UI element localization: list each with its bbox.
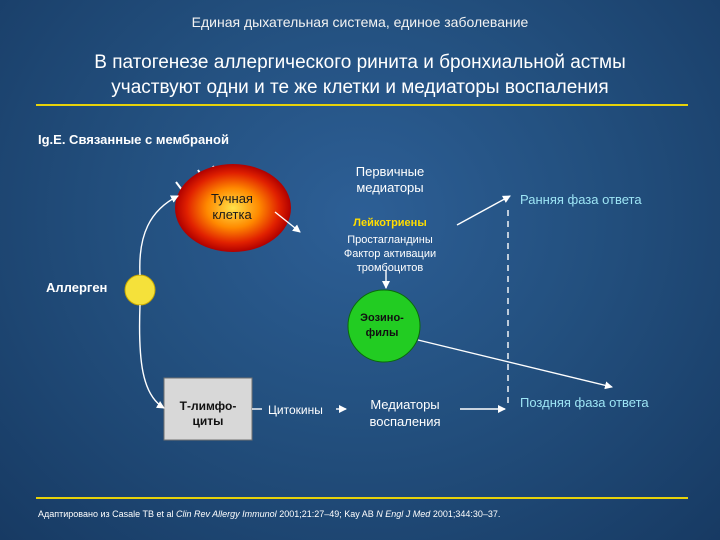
allergen-label: Аллерген [46,280,108,295]
inflammation-mediators-label: Медиаторы воспаления [369,397,441,429]
arrows [138,195,613,413]
eosinophils-label: Эозино- филы [352,311,412,341]
t-cell-box [163,377,253,441]
slide-title: В патогенезе аллергического ринита и бро… [40,50,680,100]
mast-cell-shape [175,164,291,252]
eosinophils-line-1: Эозино- [360,312,404,324]
late-phase-label: Поздняя фаза ответа [520,395,649,410]
leukotrienes-label: Лейкотриены [353,217,427,229]
ige-label: Ig.E. Связанные с мембраной [38,132,229,147]
t-cell-label: Т-лимфо- циты [166,399,250,429]
arrow-allergen-to-mast [139,195,179,276]
title-line-2: участвуют одни и те же клетки и медиатор… [111,77,609,98]
cytokines-label: Цитокины [268,403,323,417]
primary-mediators-label: Первичные медиаторы [355,164,425,195]
ref-journal-2: N Engl J Med [376,509,431,519]
ref-suffix: 2001;344:30–37. [430,509,501,519]
mast-cell-label: Тучная клетка [211,191,253,222]
title-line-1: В патогенезе аллергического ринита и бро… [94,52,626,73]
arrow-to-early-phase [456,195,511,226]
eosinophil-circle [347,289,421,363]
ref-prefix: Адаптировано из Casale TB et al [38,509,176,519]
mediator-list: Простагландины Фактор активации тромбоци… [320,233,460,275]
ref-mid: 2001;21:27–49; Kay AB [276,509,377,519]
early-phase-label: Ранняя фаза ответа [520,192,642,207]
arrow-allergen-to-tcell [138,304,165,409]
slide-subtitle: Единая дыхательная система, единое забол… [191,14,529,30]
allergen-circle [124,274,156,306]
t-cell-line-2: циты [192,414,224,428]
t-cell-line-1: Т-лимфо- [179,399,237,413]
arrow-mast-to-mediators [274,211,301,233]
eosinophils-line-2: филы [365,327,399,339]
paf-label: Фактор активации тромбоцитов [343,248,437,274]
title-underline [36,104,688,106]
reference-citation: Адаптировано из Casale TB et al Clin Rev… [38,509,500,519]
prostaglandins-label: Простагландины [347,234,433,246]
ref-journal-1: Clin Rev Allergy Immunol [175,509,277,519]
footer-rule [36,497,688,499]
arrow-eosinophils-to-late [417,339,613,390]
